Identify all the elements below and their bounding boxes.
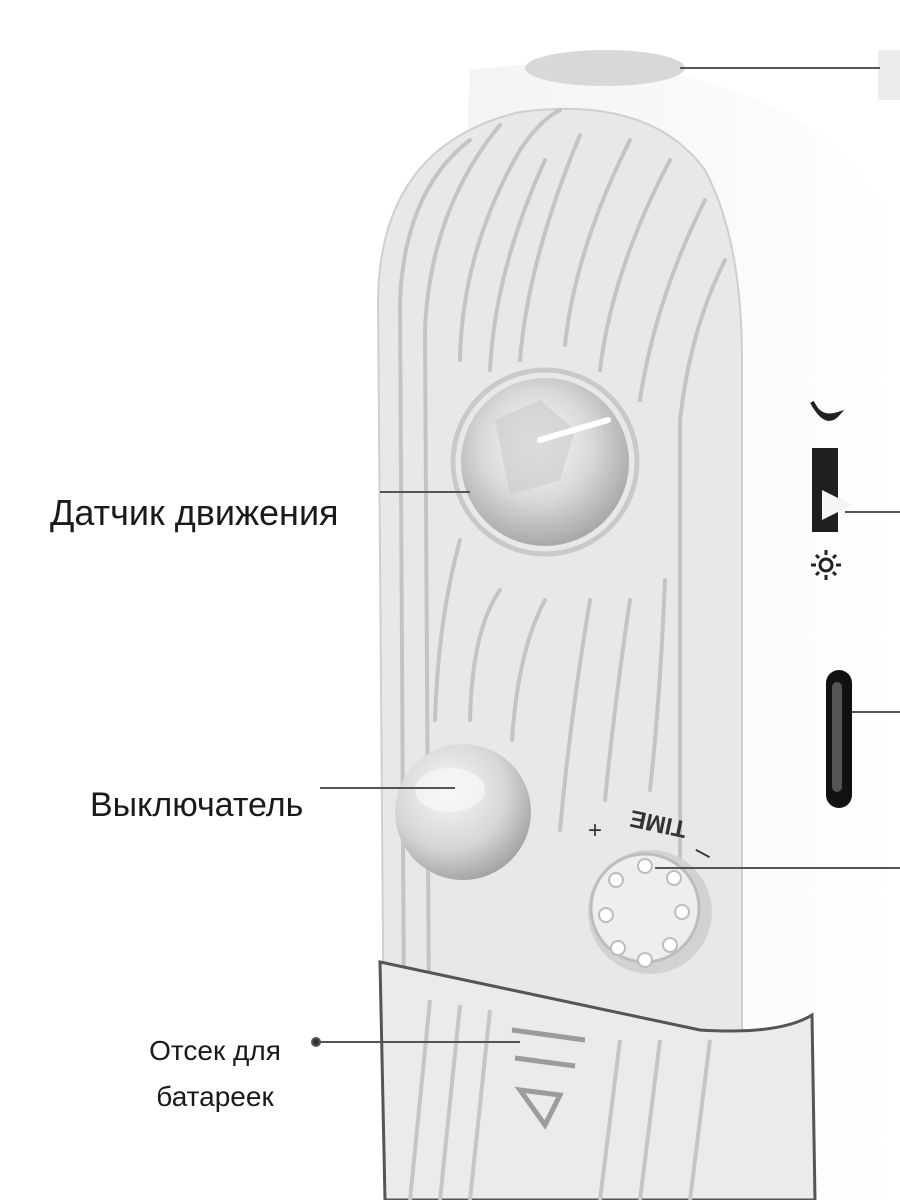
front-panel: TIME + – xyxy=(376,107,817,1200)
power-button xyxy=(395,744,531,880)
side-controls xyxy=(810,401,852,808)
top-light-window xyxy=(525,50,685,86)
callout-lines xyxy=(311,67,900,1047)
panel-grooves xyxy=(397,108,727,1192)
sun-icon xyxy=(811,550,841,580)
slide-arrow-icon xyxy=(511,1027,586,1130)
battery-label-line-2: батареек xyxy=(156,1081,274,1112)
battery-compartment-label: Отсек для батареек xyxy=(140,1028,290,1120)
battery-compartment xyxy=(378,960,817,1200)
switch-label: Выключатель xyxy=(90,786,304,824)
motion-sensor-label: Датчик движения xyxy=(50,492,339,533)
moon-icon xyxy=(810,401,845,421)
light-mode-slider xyxy=(812,448,838,532)
time-plus-marking: + xyxy=(588,817,602,844)
time-dial: TIME + – xyxy=(588,804,718,974)
motion-sensor-lens xyxy=(450,367,640,557)
battery-label-line-1: Отсек для xyxy=(149,1035,281,1066)
